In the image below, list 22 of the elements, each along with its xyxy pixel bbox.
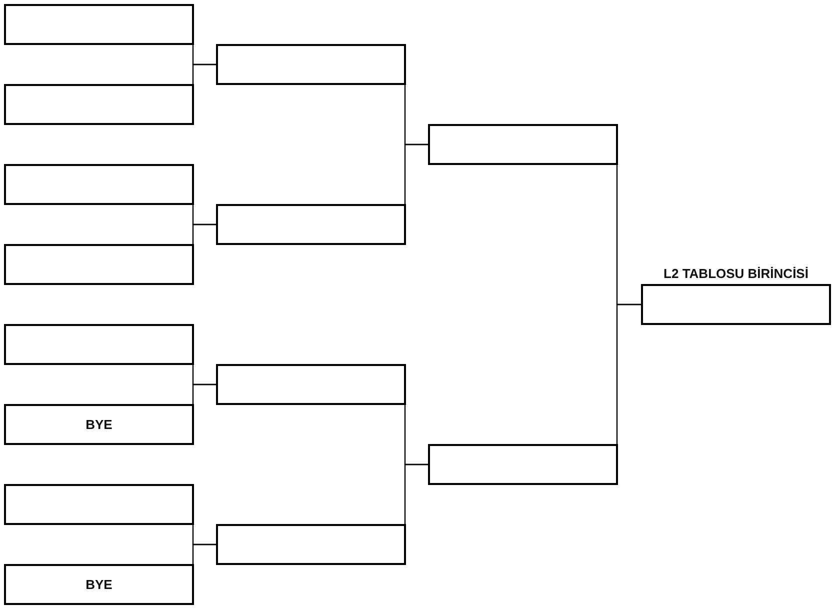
- bracket-slot: BYE: [4, 404, 194, 445]
- bracket-line: [192, 64, 216, 84]
- bracket-line: [192, 544, 216, 564]
- bracket-line: [192, 224, 216, 244]
- bracket-slot: [428, 124, 618, 165]
- bracket-slot: [428, 444, 618, 485]
- bracket-slot: [4, 4, 194, 45]
- bracket-slot: BYE: [4, 564, 194, 605]
- bracket-slot: [4, 484, 194, 525]
- bracket-line: [404, 144, 428, 204]
- bracket-line: [404, 464, 428, 524]
- slot-heading: L2 TABLOSU BİRİNCİSİ: [662, 264, 810, 282]
- bracket-line: [616, 304, 641, 444]
- bracket-slot: [216, 524, 406, 565]
- bracket-slot: [4, 244, 194, 285]
- bracket-slot: [216, 44, 406, 85]
- bracket-slot: [216, 204, 406, 245]
- bracket-slot: [4, 324, 194, 365]
- bracket-slot: [216, 364, 406, 405]
- bracket-slot: [4, 164, 194, 205]
- bracket-line: [192, 384, 216, 404]
- bracket-slot: [4, 84, 194, 125]
